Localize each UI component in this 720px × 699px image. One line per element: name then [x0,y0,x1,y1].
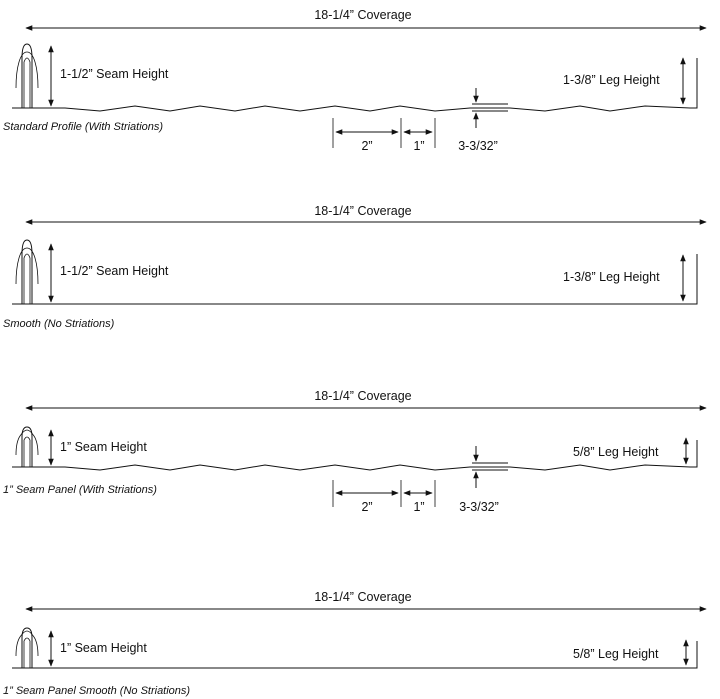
panel-striated-profile [32,440,698,471]
panel-caption: Smooth (No Striations) [3,318,115,330]
panel-1in-seam-smooth: 18-1/4” Coverage 1” Seam Height 5/8” Leg… [3,590,707,697]
seam-profile [12,43,62,109]
coverage-label: 18-1/4” Coverage [314,204,411,218]
leg-height-label: 1-3/8” Leg Height [563,270,660,284]
panel-smooth-profile [32,254,698,305]
seam-profile [12,627,62,669]
striation-dimensions: 2” 1” 3-3/32” [332,88,498,153]
panel-caption: 1” Seam Panel (With Striations) [3,484,157,496]
seam-height-label: 1-1/2” Seam Height [60,264,169,278]
dim-1in-label: 1” [413,139,424,153]
seam-height-label: 1” Seam Height [60,641,147,655]
coverage-label: 18-1/4” Coverage [314,8,411,22]
dim-2in-label: 2” [361,139,372,153]
dim-2in-label: 2” [361,500,372,514]
seam-profile [12,426,62,468]
panel-smooth: 18-1/4” Coverage 1-1/2” Seam Height 1-3/… [3,204,707,330]
dim-1in-label: 1” [413,500,424,514]
seam-height-label: 1-1/2” Seam Height [60,67,169,81]
striation-dimensions: 2” 1” 3-3/32” [332,446,499,514]
panel-standard-profile: 18-1/4” Coverage 1-1/2” Seam Height 1-3/… [3,8,707,153]
coverage-label: 18-1/4” Coverage [314,590,411,604]
dim-3-3-32-label: 3-3/32” [458,139,498,153]
leg-height-label: 5/8” Leg Height [573,445,659,459]
dim-3-3-32-label: 3-3/32” [459,500,499,514]
panel-smooth-profile [32,641,698,669]
seam-height-label: 1” Seam Height [60,440,147,454]
panel-1in-seam-striated: 18-1/4” Coverage 1” Seam Height 5/8” Leg… [3,389,707,514]
leg-height-label: 5/8” Leg Height [573,647,659,661]
seam-profile [12,239,62,305]
coverage-label: 18-1/4” Coverage [314,389,411,403]
panel-striated-profile [32,58,698,112]
panel-caption: Standard Profile (With Striations) [3,121,163,133]
leg-height-label: 1-3/8” Leg Height [563,73,660,87]
panel-caption: 1” Seam Panel Smooth (No Striations) [3,685,190,697]
